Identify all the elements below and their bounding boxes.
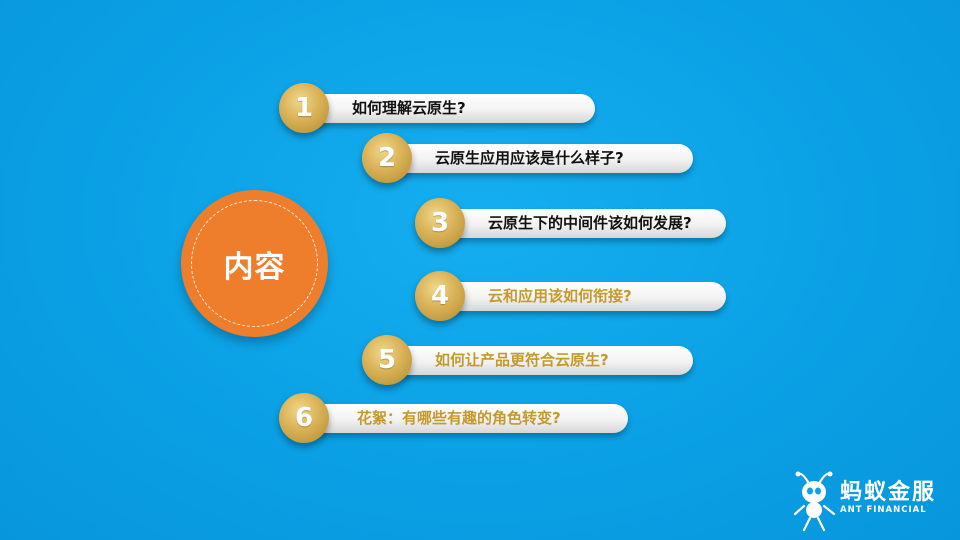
number-badge: 4 [415, 271, 465, 321]
ant-financial-logo: 蚂蚁金服 ANT FINANCIAL [792, 468, 942, 532]
number-badge: 1 [279, 83, 329, 133]
agenda-pill: 如何让产品更符合云原生? [384, 346, 693, 375]
agenda-pill: 如何理解云原生? [301, 94, 595, 123]
agenda-text: 云和应用该如何衔接? [488, 287, 632, 305]
number-badge: 5 [362, 335, 412, 385]
number-badge: 2 [362, 133, 412, 183]
agenda-item-5: 如何让产品更符合云原生? 5 [362, 335, 697, 385]
logo-subtitle: ANT FINANCIAL [840, 505, 927, 515]
agenda-text: 如何让产品更符合云原生? [435, 351, 609, 369]
agenda-text: 云原生应用应该是什么样子? [435, 149, 624, 167]
agenda-item-6: 花絮：有哪些有趣的角色转变? 6 [279, 393, 631, 443]
agenda-pill: 云原生应用应该是什么样子? [384, 144, 693, 173]
agenda-pill: 云和应用该如何衔接? [437, 282, 726, 311]
center-title: 内容 [223, 249, 286, 285]
number-badge: 6 [279, 393, 329, 443]
dashed-ring [191, 200, 318, 327]
agenda-text: 云原生下的中间件该如何发展? [488, 214, 692, 232]
agenda-pill: 云原生下的中间件该如何发展? [437, 209, 726, 238]
agenda-text: 如何理解云原生? [352, 99, 466, 117]
agenda-item-1: 如何理解云原生? 1 [279, 83, 599, 133]
agenda-item-2: 云原生应用应该是什么样子? 2 [362, 133, 697, 183]
agenda-text: 花絮：有哪些有趣的角色转变? [357, 409, 561, 427]
ant-mascot-icon [793, 471, 836, 532]
center-circle: 内容 [181, 190, 328, 337]
agenda-item-4: 云和应用该如何衔接? 4 [415, 271, 730, 321]
agenda-pill: 花絮：有哪些有趣的角色转变? [301, 404, 628, 433]
logo-name: 蚂蚁金服 [840, 480, 937, 505]
number-badge: 3 [415, 198, 465, 248]
agenda-item-3: 云原生下的中间件该如何发展? 3 [415, 198, 730, 248]
